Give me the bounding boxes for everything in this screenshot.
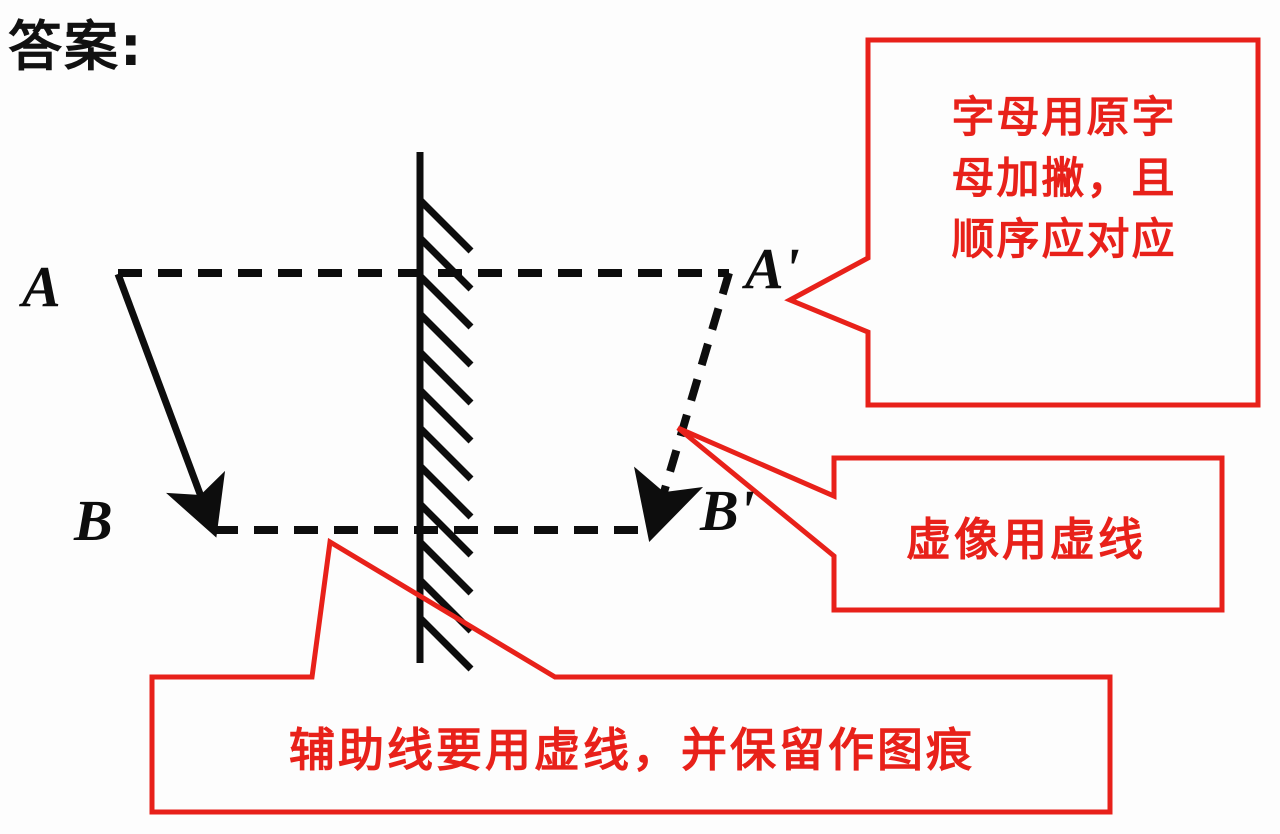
mirror-hatching — [417, 197, 474, 672]
callout-virtual-image-box — [676, 425, 1225, 613]
callout-auxiliary-text: 辅助线要用虚线，并保留作图痕 — [289, 723, 975, 777]
label-point-a: A — [22, 254, 61, 319]
callout-letters-box — [784, 37, 1261, 408]
image-arrow-ab-prime — [634, 271, 733, 543]
callout-virtual-image-text: 虚像用虚线 — [905, 513, 1146, 566]
page-title: 答案: — [8, 15, 144, 78]
label-point-b-prime: B' — [700, 478, 755, 543]
callout-letters-text: 字母用原字 母加撇，且 顺序应对应 — [951, 93, 1177, 266]
label-point-b: B — [74, 488, 113, 553]
label-point-a-prime: A' — [745, 236, 800, 301]
object-arrow-ab — [114, 272, 226, 538]
callout-auxiliary-box — [149, 537, 1113, 815]
